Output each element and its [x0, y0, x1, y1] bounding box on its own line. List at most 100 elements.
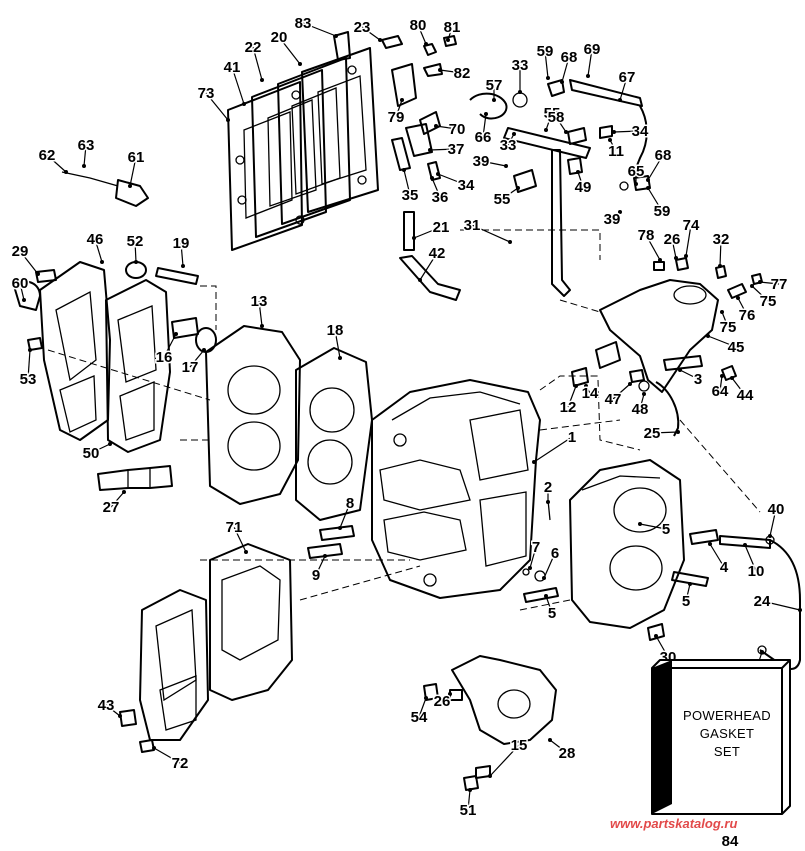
leader-dot — [28, 348, 32, 352]
cylinder-head — [205, 325, 373, 521]
leader-line — [129, 156, 137, 187]
part-number-label: 3 — [694, 371, 702, 388]
leader-dot — [118, 714, 122, 718]
leader-dot — [646, 186, 650, 190]
leader-line — [439, 69, 463, 74]
leader-dot — [152, 746, 156, 750]
part-number-label: 14 — [582, 385, 599, 402]
leader-line — [447, 26, 453, 41]
part-number-label: 73 — [198, 85, 215, 102]
leader-dot — [564, 130, 568, 134]
leader-line — [315, 555, 326, 576]
leader-dot — [338, 356, 342, 360]
part-number-label: 26 — [434, 693, 451, 710]
part-number-label: 76 — [739, 307, 756, 324]
part-number-label: 59 — [654, 203, 671, 220]
part-number-label: 6 — [551, 545, 559, 562]
part-number-label: 33 — [512, 57, 529, 74]
leader-dot — [628, 382, 632, 386]
part-number-label: 1 — [568, 429, 576, 446]
leader-line — [507, 133, 515, 146]
leader-dot — [202, 348, 206, 352]
leader-line — [339, 502, 351, 529]
leader-dot — [608, 138, 612, 142]
part-number-label: 5 — [682, 593, 690, 610]
leader-line — [543, 552, 556, 579]
bearing-housing — [423, 655, 557, 791]
crankcase-bolts — [522, 499, 771, 641]
part-number-label: 46 — [87, 231, 104, 248]
cover-bolts — [333, 31, 457, 77]
part-number-label: 81 — [444, 19, 461, 36]
leader-dot — [36, 272, 40, 276]
leader-dot — [378, 38, 382, 42]
leader-line — [761, 600, 801, 611]
leader-dot — [518, 90, 522, 94]
crankcase-half — [569, 459, 685, 629]
leader-dot — [244, 550, 248, 554]
leader-line — [545, 595, 553, 614]
leader-dot — [174, 332, 178, 336]
leader-dot — [706, 334, 710, 338]
leader-line — [134, 240, 137, 263]
leader-line — [189, 349, 205, 368]
leader-dot — [122, 490, 126, 494]
leader-line — [709, 543, 725, 568]
leader-dot — [560, 80, 564, 84]
leader-line — [555, 116, 567, 133]
part-number-label: 5 — [662, 521, 670, 538]
leader-dot — [446, 38, 450, 42]
leader-dot — [428, 148, 432, 152]
leader-line — [435, 125, 458, 130]
gasket-set-line-1: POWERHEAD — [683, 708, 771, 723]
leader-line — [258, 300, 263, 327]
part-number-label: 17 — [182, 359, 199, 376]
leader-line — [429, 148, 457, 151]
leader-dot — [108, 442, 112, 446]
leader-line — [529, 546, 537, 569]
leader-line — [737, 297, 748, 316]
leader-line — [719, 238, 722, 267]
leader-line — [619, 76, 628, 101]
leader-line — [685, 224, 692, 257]
leader-dot — [424, 42, 428, 46]
leader-line — [437, 173, 467, 186]
leader-dot — [438, 68, 442, 72]
leader-line — [501, 187, 519, 200]
leader-line — [205, 92, 229, 121]
leader-line — [489, 744, 520, 777]
leader-dot — [418, 278, 422, 282]
leader-line — [609, 139, 617, 152]
gasket-set-box: POWERHEAD GASKET SET 84 — [651, 659, 791, 850]
leader-dot — [658, 258, 662, 262]
part-number-label: 5 — [548, 605, 556, 622]
leader-line — [27, 349, 31, 380]
leader-dot — [584, 384, 588, 388]
leader-line — [252, 46, 263, 81]
leader-line — [482, 113, 487, 138]
part-number-label: 77 — [771, 276, 788, 293]
leader-line — [545, 112, 553, 131]
leader-dot — [576, 170, 580, 174]
leader-dot — [574, 384, 578, 388]
leader-line — [395, 99, 403, 118]
linkage-upper-right — [469, 79, 651, 297]
part-number-label: 35 — [402, 187, 419, 204]
leader-line — [233, 526, 247, 553]
part-number-label: 34 — [458, 177, 475, 194]
leader-dot — [504, 164, 508, 168]
part-number-label: 20 — [271, 29, 288, 46]
leader-line — [639, 523, 667, 530]
exhaust-cover-stack — [227, 47, 379, 251]
part-number-label: 82 — [454, 65, 471, 82]
part-number-label: 64 — [712, 383, 729, 400]
leader-line — [46, 154, 67, 173]
leader-dot — [22, 298, 26, 302]
part-number-label: 2 — [544, 479, 552, 496]
leader-line — [544, 50, 549, 79]
leader-dot — [708, 542, 712, 546]
leader-dot — [684, 254, 688, 258]
part-number-label: 39 — [604, 211, 621, 228]
part-number-label: 52 — [127, 233, 144, 250]
